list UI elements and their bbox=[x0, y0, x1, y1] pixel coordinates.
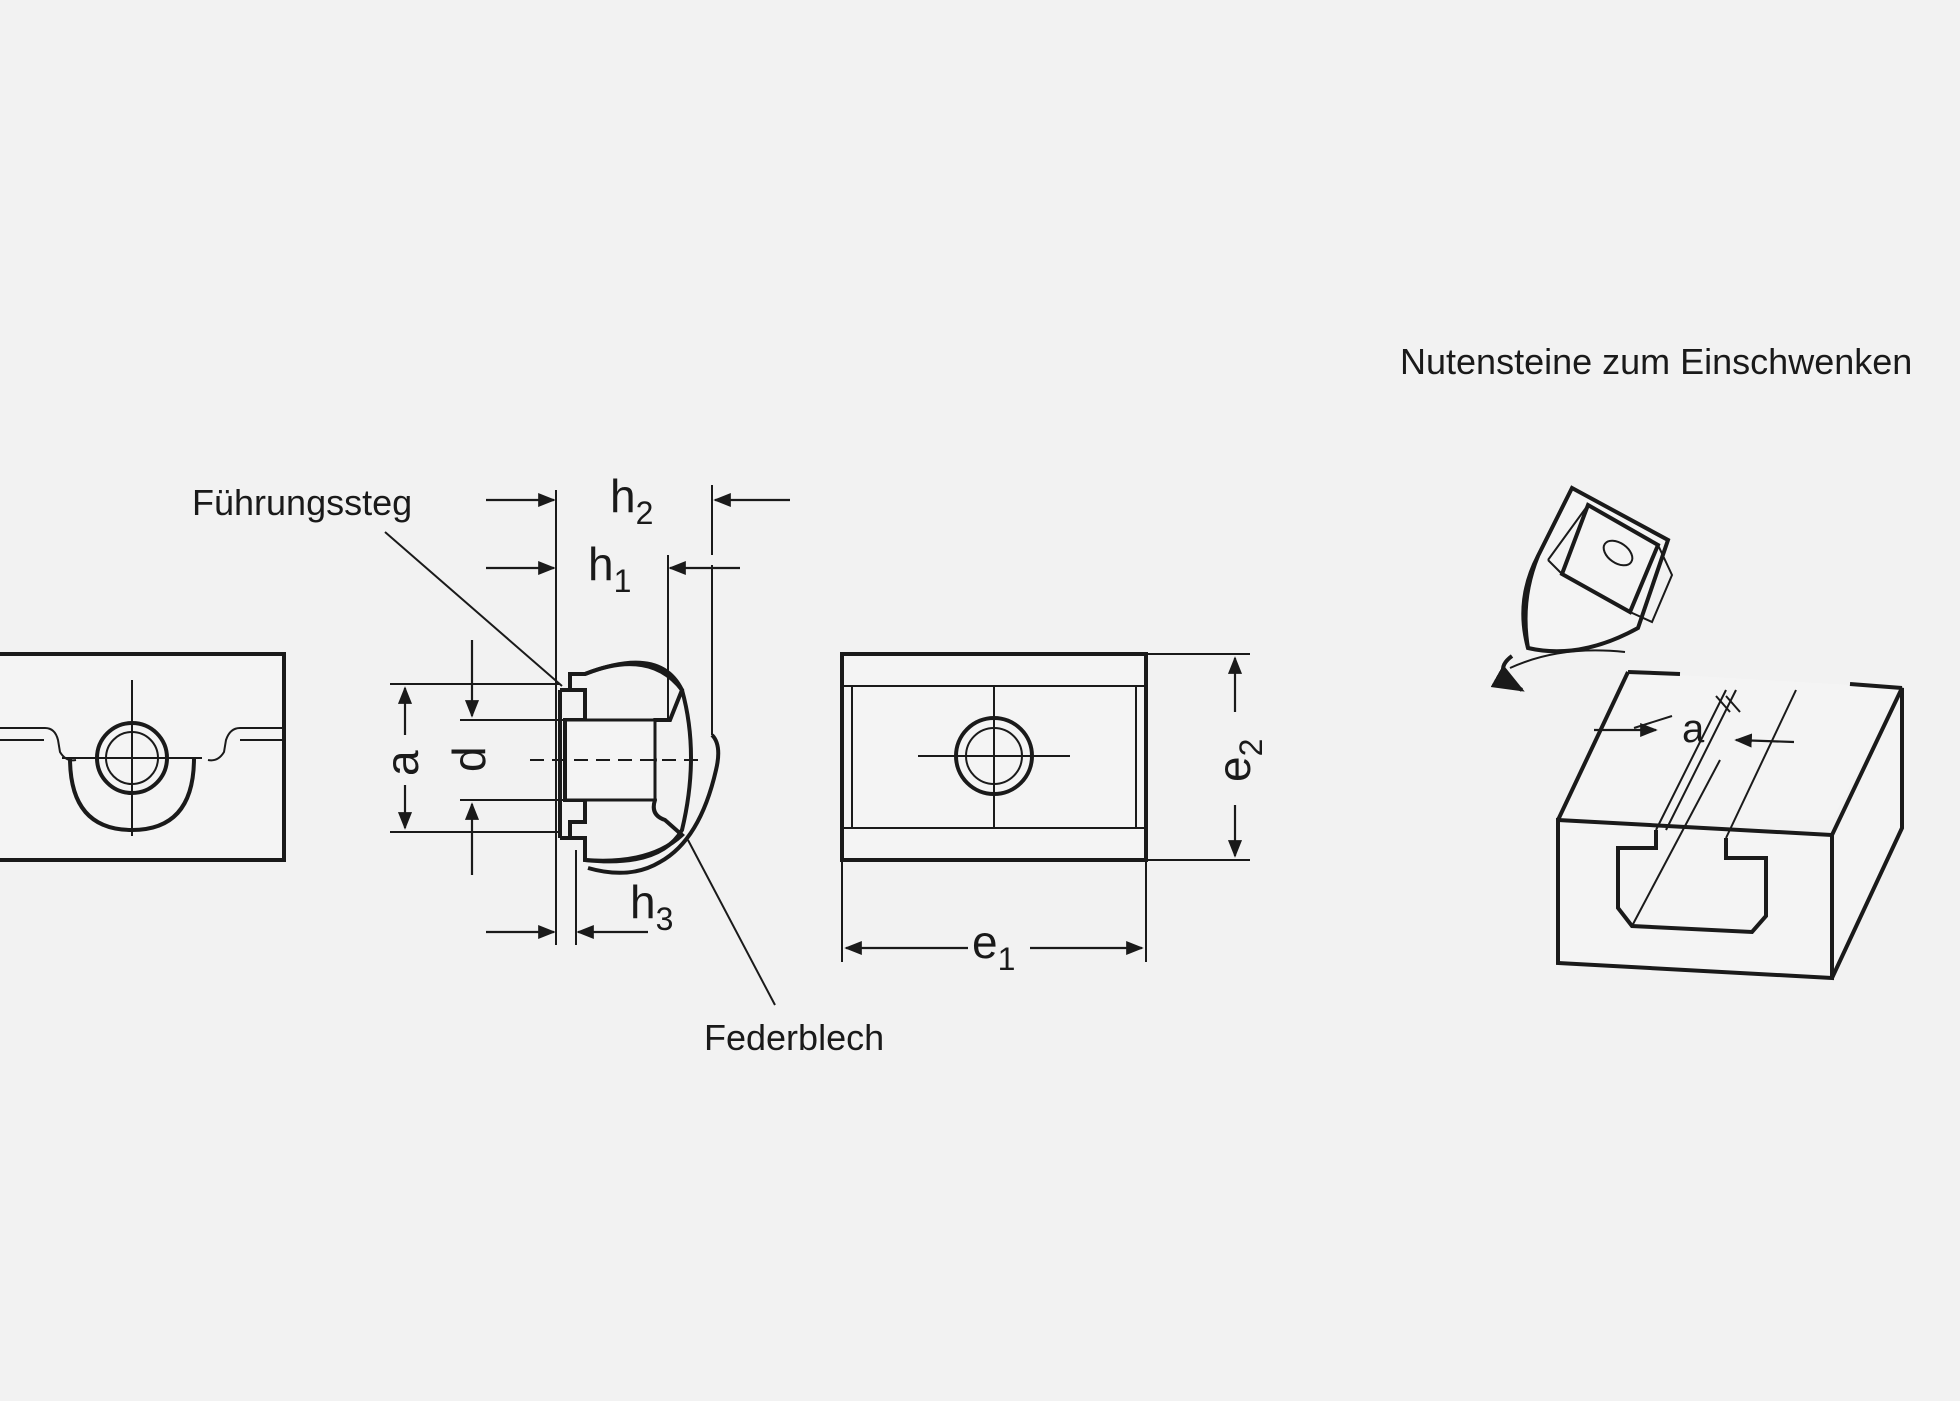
svg-text:h1: h1 bbox=[588, 538, 631, 599]
dim-h2: h bbox=[610, 470, 636, 522]
section-dome bbox=[584, 660, 693, 864]
profile-rail bbox=[1556, 670, 1904, 981]
label-fuehrungssteg: Führungssteg bbox=[192, 482, 412, 523]
svg-text:e1: e1 bbox=[972, 916, 1015, 977]
dim-h1: h bbox=[588, 538, 614, 590]
spring-sheet bbox=[587, 733, 721, 875]
a-slot-arrow-right bbox=[1734, 733, 1795, 748]
dim-e1-sub: 1 bbox=[998, 941, 1016, 977]
dim-a-slot: a bbox=[1682, 707, 1705, 751]
front-view bbox=[840, 652, 1250, 962]
svg-text:h3: h3 bbox=[630, 876, 673, 937]
slot-nut-bore bbox=[1602, 539, 1634, 567]
dim-h3: h bbox=[630, 876, 656, 928]
label-federblech: Federblech bbox=[704, 1017, 884, 1058]
dim-e1: e bbox=[972, 916, 998, 968]
svg-text:e2: e2 bbox=[1208, 739, 1269, 782]
label-nutensteine: Nutensteine zum Einschwenken bbox=[1400, 341, 1912, 382]
top-view bbox=[0, 652, 286, 862]
dim-h1-sub: 1 bbox=[614, 563, 632, 599]
section-view bbox=[384, 485, 790, 1006]
rail-front-face bbox=[1556, 817, 1834, 981]
leader-federblech bbox=[687, 839, 776, 1006]
rail-side-face bbox=[1830, 687, 1904, 979]
swivel-arrow-icon bbox=[1490, 654, 1525, 692]
dim-h3-sub: 3 bbox=[656, 901, 674, 937]
dim-e2-sub: 2 bbox=[1233, 739, 1269, 757]
dim-a: a bbox=[376, 750, 428, 776]
leader-fuehrungssteg bbox=[384, 531, 563, 687]
dim-d: d bbox=[443, 746, 495, 772]
swivel-illustration bbox=[1490, 485, 1904, 981]
svg-text:h2: h2 bbox=[610, 470, 653, 531]
slot-nut-isometric bbox=[1521, 485, 1674, 654]
top-view-groove-right bbox=[207, 727, 284, 762]
dim-h2-sub: 2 bbox=[636, 495, 654, 531]
rail-slot bbox=[1616, 830, 1768, 935]
dim-e2: e bbox=[1208, 756, 1260, 782]
